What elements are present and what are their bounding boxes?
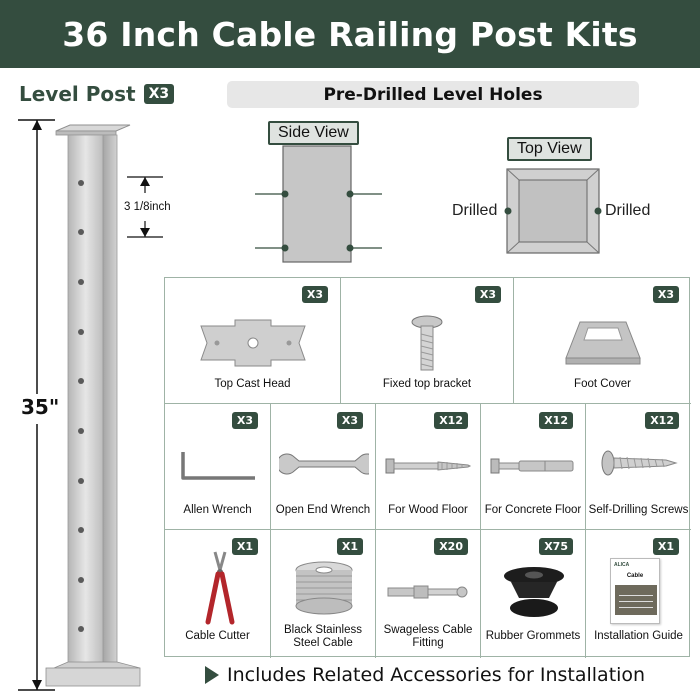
concrete-anchor-icon <box>490 458 574 474</box>
guide-cover-photo <box>615 585 657 615</box>
accessory-name: Installation Guide <box>594 630 683 642</box>
screw-icon <box>601 450 678 476</box>
post-height-label: 35" <box>21 395 60 419</box>
guide-booklet-icon: ALICA Cable <box>610 558 660 624</box>
qty-badge: X1 <box>652 538 679 555</box>
footer-note: Includes Related Accessories for Install… <box>205 664 645 686</box>
footer-text: Includes Related Accessories for Install… <box>227 664 646 686</box>
post-drawing-icon <box>18 119 163 691</box>
drilled-left-label: Drilled <box>452 202 498 219</box>
predrilled-title: Pre-Drilled Level Holes <box>227 81 639 108</box>
level-post-title: Level Post X3 <box>19 82 175 106</box>
triangle-arrow-icon <box>205 666 219 684</box>
hole-spacing-label: 3 1/8inch <box>124 201 171 213</box>
accessory-top-cast-head: X3 Top Cast Head <box>165 278 341 404</box>
accessory-name: Black Stainless Steel Cable <box>284 624 362 649</box>
side-view-label: Side View <box>268 121 359 145</box>
level-post-label: Level Post <box>19 82 136 106</box>
accessory-open-end-wrench: X3 Open End Wrench <box>271 404 376 530</box>
qty-badge: X12 <box>539 412 573 429</box>
cable-fitting-icon <box>387 585 468 599</box>
accessory-black-stainless-steel-cable: X1 Black Stainless Steel Cable <box>271 530 376 658</box>
accessory-self-drilling-screws: X12 Self-Drilling Screws <box>586 404 691 530</box>
accessory-name: Open End Wrench <box>275 504 371 516</box>
top-view-label: Top View <box>507 137 592 161</box>
accessory-name: Allen Wrench <box>183 504 252 516</box>
accessory-name: For Concrete Floor <box>484 504 582 516</box>
accessory-cable-cutter: X1 Cable Cutter <box>165 530 271 658</box>
accessory-name: Rubber Grommets <box>485 630 581 642</box>
accessory-installation-guide: X1 ALICA Cable Installation Guide <box>586 530 691 658</box>
accessory-name: For Wood Floor <box>388 504 468 516</box>
top-view-diagram-icon <box>504 168 602 254</box>
accessory-foot-cover: X3 Foot Cover <box>514 278 691 404</box>
qty-badge: X3 <box>474 286 501 303</box>
accessory-for-wood-floor: X12 For Wood Floor <box>376 404 481 530</box>
top-cast-head-icon <box>200 319 306 367</box>
side-view-diagram-icon <box>255 145 382 263</box>
qty-badge: X1 <box>231 538 258 555</box>
grommet-icon <box>504 567 564 617</box>
qty-badge: X1 <box>336 538 363 555</box>
guide-brand: ALICA <box>614 562 630 568</box>
accessory-name: Cable Cutter <box>185 630 250 642</box>
page-title: 36 Inch Cable Railing Post Kits <box>62 14 638 54</box>
level-post-qty-badge: X3 <box>143 84 175 104</box>
accessory-name: Self-Drilling Screws <box>588 504 689 516</box>
qty-badge: X20 <box>434 538 468 555</box>
lag-screw-icon <box>385 458 472 474</box>
qty-badge: X12 <box>434 412 468 429</box>
cable-spool-icon <box>295 561 353 615</box>
accessory-fixed-top-bracket: X3 Fixed top bracket <box>341 278 514 404</box>
guide-title: Cable <box>626 573 644 579</box>
allen-wrench-icon <box>181 452 255 480</box>
qty-badge: X3 <box>652 286 679 303</box>
foot-cover-icon <box>565 321 641 365</box>
cable-cutter-icon <box>205 551 235 625</box>
bolt-icon <box>411 315 443 371</box>
accessory-rubber-grommets: X75 Rubber Grommets <box>481 530 586 658</box>
accessory-name: Foot Cover <box>574 378 631 390</box>
accessory-name: Top Cast Head <box>214 378 291 390</box>
qty-badge: X3 <box>336 412 363 429</box>
qty-badge: X3 <box>301 286 328 303</box>
accessory-swageless-cable-fitting: X20 Swageless Cable Fitting <box>376 530 481 658</box>
accessories-grid: X3 Top Cast Head X3 Fixed top bracket X3… <box>164 277 691 658</box>
level-post-illustration: 35" 3 1/8inch <box>0 112 200 700</box>
accessory-name: Swageless Cable Fitting <box>383 624 473 649</box>
open-end-wrench-icon <box>279 453 369 475</box>
accessory-allen-wrench: X3 Allen Wrench <box>165 404 271 530</box>
page-header: 36 Inch Cable Railing Post Kits <box>0 0 700 68</box>
accessory-for-concrete-floor: X12 For Concrete Floor <box>481 404 586 530</box>
qty-badge: X75 <box>539 538 573 555</box>
drilled-right-label: Drilled <box>605 202 651 219</box>
qty-badge: X3 <box>231 412 258 429</box>
qty-badge: X12 <box>645 412 679 429</box>
accessory-name: Fixed top bracket <box>382 378 472 390</box>
